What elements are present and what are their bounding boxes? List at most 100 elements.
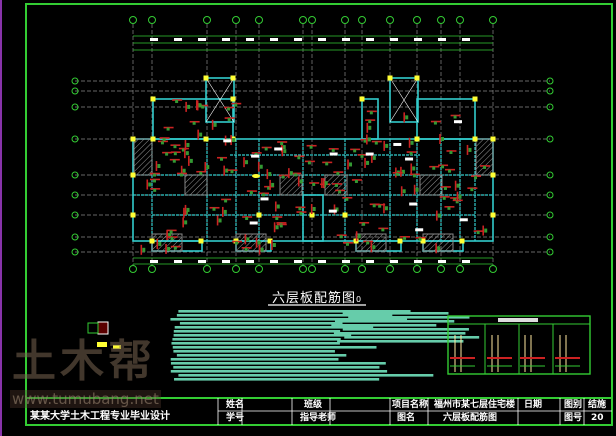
column bbox=[387, 75, 393, 81]
dimension-text bbox=[438, 260, 446, 263]
rebar-label bbox=[307, 161, 311, 165]
dimension-text bbox=[150, 38, 158, 41]
rebar-label bbox=[412, 174, 416, 178]
rebar-label bbox=[220, 157, 224, 161]
rebar-label bbox=[339, 235, 343, 239]
axis-bubble bbox=[546, 191, 554, 199]
category-label: 图别 bbox=[564, 400, 583, 410]
rebar-label bbox=[325, 162, 329, 166]
rebar-label bbox=[455, 200, 459, 204]
rebar-label bbox=[334, 183, 338, 187]
rebar-label bbox=[374, 141, 378, 145]
rebar-label bbox=[470, 188, 474, 192]
rebar-label bbox=[369, 111, 373, 115]
category-value: 结施 bbox=[588, 400, 607, 410]
rebar-label bbox=[294, 173, 298, 177]
slab-label bbox=[274, 147, 283, 151]
axis-bubble bbox=[358, 265, 366, 273]
axis-bubble bbox=[255, 16, 263, 24]
axis-bubble bbox=[413, 16, 421, 24]
rebar-label bbox=[432, 166, 436, 170]
rebar-label bbox=[476, 231, 480, 235]
axis-bubble bbox=[299, 265, 307, 273]
rebar-label bbox=[212, 207, 216, 211]
column bbox=[256, 212, 262, 218]
slab-label bbox=[415, 228, 424, 232]
rebar-label bbox=[283, 149, 287, 154]
note-text-line bbox=[178, 310, 411, 313]
axis-bubble bbox=[413, 265, 421, 273]
axis-bubble bbox=[71, 211, 79, 219]
column-detail bbox=[97, 321, 109, 335]
rebar-label bbox=[158, 241, 162, 246]
rebar-label bbox=[456, 183, 460, 188]
axis-bubble bbox=[386, 265, 394, 273]
rebar-label bbox=[395, 172, 399, 176]
rebar-label bbox=[372, 204, 376, 208]
rebar-label bbox=[165, 152, 169, 156]
rebar-label bbox=[381, 228, 385, 232]
rebar-label bbox=[244, 247, 248, 251]
rebar-label bbox=[225, 168, 229, 173]
rebar-label bbox=[152, 179, 156, 183]
rebar-label bbox=[166, 127, 170, 131]
rebar-label bbox=[338, 190, 342, 194]
axis-bubble bbox=[341, 16, 349, 24]
rebar-label bbox=[447, 206, 451, 210]
axis-bubble bbox=[546, 233, 554, 241]
note-text-line bbox=[173, 350, 335, 353]
column bbox=[130, 172, 136, 178]
note-text-line bbox=[178, 374, 434, 377]
rebar-label bbox=[483, 165, 487, 169]
rebar-label bbox=[260, 247, 264, 252]
rebar-label bbox=[299, 212, 303, 216]
axis-bubble bbox=[71, 103, 79, 111]
stair-opening bbox=[205, 77, 235, 123]
rebar-label bbox=[297, 156, 301, 160]
dimension-text bbox=[246, 260, 254, 263]
rebar-label bbox=[198, 103, 202, 108]
column bbox=[490, 172, 496, 178]
rebar-label bbox=[230, 170, 234, 174]
rebar-label bbox=[449, 150, 453, 154]
slab-label bbox=[260, 197, 269, 201]
rebar-label bbox=[153, 188, 157, 192]
dimension-text bbox=[390, 260, 398, 263]
date-label: 日期 bbox=[524, 400, 543, 410]
note-text-line bbox=[342, 328, 469, 331]
rebar-label bbox=[345, 242, 349, 246]
rebar-label bbox=[162, 138, 166, 142]
slab-label bbox=[365, 152, 374, 156]
rebar-label bbox=[441, 165, 445, 169]
school-label: 某某大学土木工程专业毕业设计 bbox=[30, 411, 170, 422]
slab-label bbox=[223, 139, 232, 143]
axis-bubble bbox=[232, 265, 240, 273]
dimension-text bbox=[342, 38, 350, 41]
column-detail-dim bbox=[87, 322, 99, 334]
rebar-label bbox=[148, 182, 152, 187]
dimension-text bbox=[366, 38, 374, 41]
dimension-text bbox=[174, 38, 182, 41]
note-text-line bbox=[333, 332, 466, 335]
project-value: 福州市某七层住宅楼 bbox=[434, 400, 516, 410]
axis-bubble bbox=[232, 16, 240, 24]
rebar-label bbox=[267, 186, 271, 190]
note-text-line bbox=[174, 378, 380, 381]
rebar-label bbox=[173, 152, 177, 156]
column bbox=[130, 212, 136, 218]
rebar-label bbox=[385, 143, 389, 148]
column bbox=[198, 238, 204, 244]
axis-bubble bbox=[255, 265, 263, 273]
rebar-label bbox=[199, 132, 203, 137]
rebar-label bbox=[443, 186, 447, 190]
name-label: 姓名 bbox=[226, 400, 245, 410]
note-text-line bbox=[170, 358, 339, 361]
hatched-slab bbox=[419, 174, 443, 196]
rebar-label bbox=[169, 230, 173, 234]
axis-bubble bbox=[129, 16, 137, 24]
rebar-label bbox=[142, 247, 146, 252]
rebar-label bbox=[349, 162, 353, 167]
note-text-line bbox=[172, 346, 377, 349]
dimension-text bbox=[414, 38, 422, 41]
